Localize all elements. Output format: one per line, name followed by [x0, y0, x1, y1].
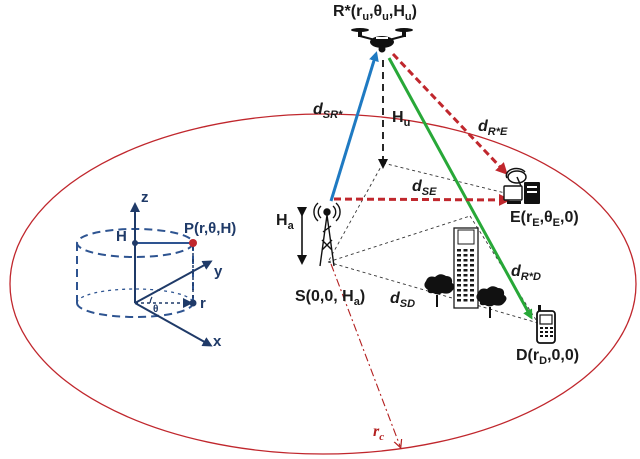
building-window	[457, 289, 461, 292]
building-window	[457, 259, 461, 262]
building-window	[457, 249, 461, 252]
axis-y-label: y	[214, 263, 223, 280]
ha-label: Ha	[276, 212, 295, 232]
building-window	[457, 274, 461, 277]
mobile-phone-icon	[536, 305, 556, 344]
building-window	[470, 254, 474, 257]
building-window	[457, 279, 461, 282]
link-s-to-uav	[329, 51, 379, 202]
building-window	[470, 269, 474, 272]
building-window	[470, 294, 474, 297]
building-window	[457, 299, 461, 302]
building-window	[463, 249, 468, 252]
building-window	[457, 254, 461, 257]
building-window	[470, 264, 474, 267]
building-window	[470, 289, 474, 292]
link-uav-to-d	[387, 57, 533, 320]
point-p-label: P(r,θ,H)	[184, 220, 236, 237]
building-window	[457, 294, 461, 297]
building-window	[463, 279, 468, 282]
building-window	[470, 274, 474, 277]
d-sr-label: dSR*	[313, 101, 343, 121]
radius-r-label: r	[200, 295, 206, 312]
building-window	[470, 299, 474, 302]
point-r-dot	[189, 299, 197, 307]
eve-label: E(rE,θE,0)	[510, 209, 579, 229]
building-icon	[453, 227, 479, 309]
uav-label: R*(ru,θu,Hu)	[333, 3, 417, 23]
link-s-to-e	[333, 193, 511, 206]
axis-x-label: x	[213, 333, 222, 350]
tree-icon	[476, 286, 507, 318]
building-window	[463, 264, 468, 267]
tree-icon	[424, 274, 455, 307]
building-window	[457, 269, 461, 272]
building-window	[463, 254, 468, 257]
building-window	[463, 269, 468, 272]
coverage-ellipse	[9, 113, 637, 455]
radius-line	[330, 263, 400, 446]
hu-label: Hu	[392, 109, 410, 129]
building-window	[470, 284, 474, 287]
building-window	[470, 279, 474, 282]
theta-label: θ	[153, 304, 158, 315]
building-window	[470, 249, 474, 252]
building-window	[470, 259, 474, 262]
link-uav-to-e	[391, 52, 508, 175]
building-window	[463, 284, 468, 287]
building-window	[463, 259, 468, 262]
building-window	[457, 264, 461, 267]
axis-z-label: z	[141, 189, 149, 206]
base-station-icon	[313, 202, 341, 267]
d-sd-label: dSD	[390, 290, 415, 310]
eavesdropper-computer-icon	[503, 167, 540, 204]
dest-label: D(rD,0,0)	[516, 347, 579, 367]
source-label: S(0,0, Ha)	[295, 288, 365, 308]
cylinder-axis-dot	[132, 240, 138, 246]
building-window	[463, 299, 468, 302]
point-p-dot	[189, 239, 197, 247]
building-window	[463, 274, 468, 277]
d-se-label: dSE	[412, 178, 437, 198]
building-window	[457, 284, 461, 287]
d-rd-label: dR*D	[511, 263, 541, 283]
height-h-label: H	[116, 228, 127, 245]
uav-drone-icon	[351, 28, 413, 53]
building-window	[463, 289, 468, 292]
rc-label: rc	[373, 423, 384, 443]
d-re-label: dR*E	[478, 118, 508, 138]
building-window	[463, 294, 468, 297]
